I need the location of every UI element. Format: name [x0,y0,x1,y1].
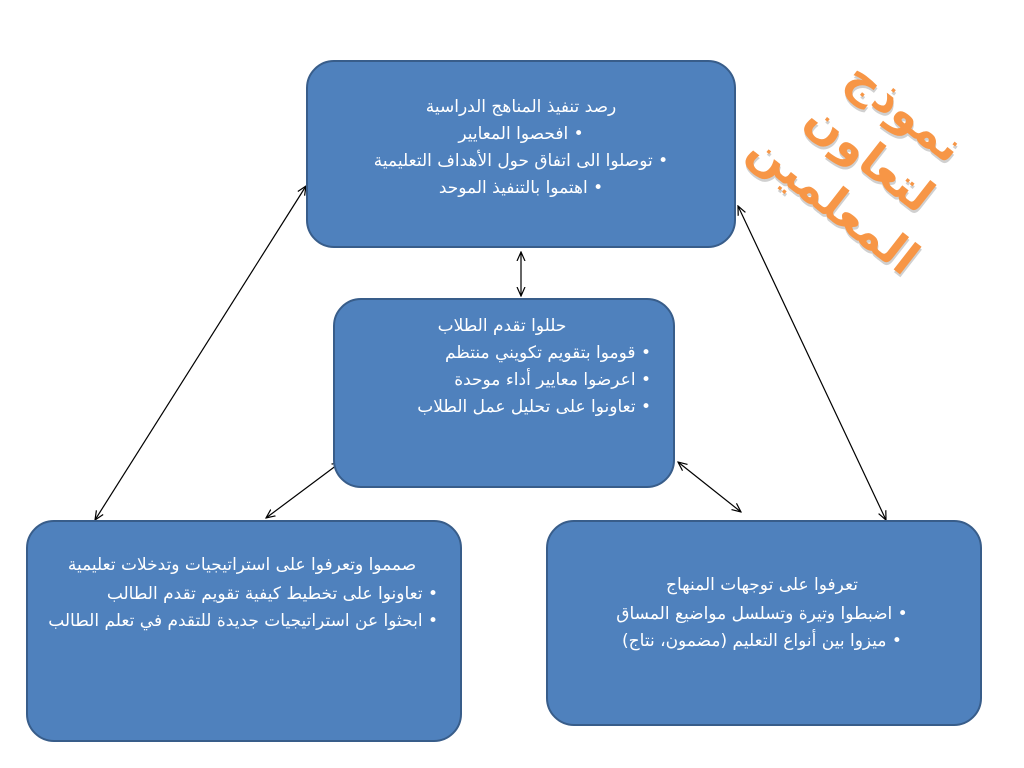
arrow-middle-left [266,462,341,518]
arrow-middle-right [678,462,741,512]
list-item: تعاونوا على تحليل عمل الطلاب [353,394,651,421]
list-item: افحصوا المعايير [328,121,714,148]
list-item: تعاونوا على تخطيط كيفية تقويم تقدم الطال… [46,581,438,608]
box-title: صمموا وتعرفوا على استراتيجيات وتدخلات تع… [67,555,417,575]
box-monitor-curriculum: رصد تنفيذ المناهج الدراسية افحصوا المعاي… [306,60,736,248]
list-item: ميزوا بين أنواع التعليم (مضمون، نتاج) [566,628,958,655]
box-title: حللوا تقدم الطلاب [437,316,567,336]
arrow-top-left [95,186,306,520]
list-item: اهتموا بالتنفيذ الموحد [328,175,714,202]
list-item: اعرضوا معايير أداء موحدة [353,367,651,394]
list-item: ابحثوا عن استراتيجيات جديدة للتقدم في تع… [46,608,438,635]
box-design-strategies: صمموا وتعرفوا على استراتيجيات وتدخلات تع… [26,520,462,742]
box-title: رصد تنفيذ المناهج الدراسية [425,97,617,117]
arrow-top-right [738,206,886,520]
box-curriculum-trends: تعرفوا على توجهات المنهاج اضبطوا وتيرة و… [546,520,982,726]
list-item: قوموا بتقويم تكويني منتظم [353,340,651,367]
list-item: توصلوا الى اتفاق حول الأهداف التعليمية [328,148,714,175]
list-item: اضبطوا وتيرة وتسلسل مواضيع المساق [566,601,958,628]
box-analyze-progress: حللوا تقدم الطلاب قوموا بتقويم تكويني من… [333,298,675,488]
box-title: تعرفوا على توجهات المنهاج [666,575,858,595]
